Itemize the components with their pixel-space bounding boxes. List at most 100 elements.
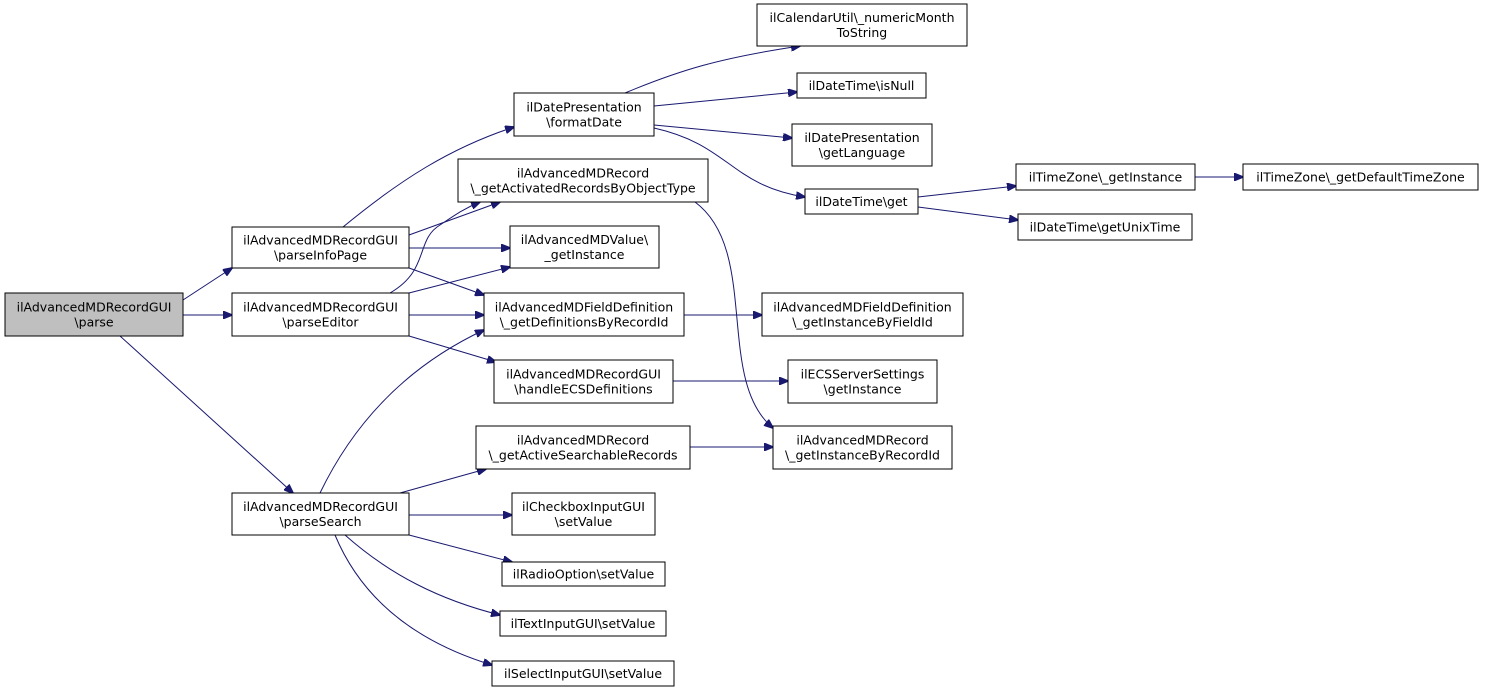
edge-dateTimeGet-to-tzGetInstance (917, 186, 1016, 198)
node-formatDate[interactable]: ilDatePresentation\formatDate (513, 92, 655, 137)
edge-parseSearch-to-radioSetValue (408, 534, 512, 562)
node-label: \setValue (555, 514, 613, 529)
node-box (1015, 163, 1196, 191)
edge-parseEditor-to-getActivatedRecords (389, 202, 480, 294)
node-label: ilRadioOption\setValue (513, 567, 655, 582)
node-parseSearch[interactable]: ilAdvancedMDRecordGUI\parseSearch (231, 492, 410, 536)
node-box (787, 359, 938, 404)
node-label: \parseInfoPage (274, 248, 367, 263)
node-handleECS[interactable]: ilAdvancedMDRecordGUI\handleECSDefinitio… (493, 359, 674, 404)
node-label: ilAdvancedMDRecordGUI (506, 367, 661, 382)
edge-parseSearch-to-selectSetValue (334, 534, 492, 665)
node-label: _getInstance (544, 247, 625, 262)
node-label: ilAdvancedMDRecord (517, 433, 649, 448)
node-label: \handleECSDefinitions (514, 382, 652, 397)
node-label: ilAdvancedMDRecordGUI (17, 300, 172, 315)
node-box (475, 425, 691, 470)
node-label: ilSelectInputGUI\setValue (504, 666, 662, 681)
edge-parse-to-parseInfoPage (182, 268, 232, 301)
edge-parseInfoPage-to-getActivatedRecords (408, 202, 500, 236)
node-label: ilCalendarUtil\_numericMonth (770, 10, 955, 25)
node-label: \_getInstanceByFieldId (792, 315, 933, 330)
node-label: ilCheckboxInputGUI (522, 499, 645, 514)
node-textSetValue[interactable]: ilTextInputGUI\setValue (499, 610, 667, 637)
edges-layer (119, 46, 1243, 665)
edge-formatDate-to-isNull (653, 92, 797, 107)
node-label: ilTimeZone\_getDefaultTimeZone (1256, 170, 1465, 185)
node-box (511, 492, 656, 536)
node-getLanguage[interactable]: ilDatePresentation\getLanguage (791, 123, 933, 167)
node-getInstanceByFieldId[interactable]: ilAdvancedMDFieldDefinition\_getInstance… (761, 292, 964, 337)
node-label: ilAdvancedMDValue\ (521, 232, 649, 247)
node-box (231, 292, 410, 337)
node-ecsGetInstance[interactable]: ilECSServerSettings\getInstance (787, 359, 938, 404)
node-label: \formatDate (546, 115, 622, 130)
node-getActivatedRecords[interactable]: ilAdvancedMDRecord\_getActivatedRecordsB… (457, 158, 709, 203)
node-box (1242, 163, 1479, 191)
node-isNull[interactable]: ilDateTime\isNull (796, 72, 927, 99)
edge-formatDate-to-getLanguage (653, 124, 792, 138)
node-label: ilDateTime\getUnixTime (1030, 220, 1181, 235)
node-box (231, 492, 410, 536)
node-label: ilTimeZone\_getInstance (1029, 170, 1183, 185)
edge-parseEditor-to-mdValueGetInstance (408, 267, 510, 294)
node-defaultTimeZone[interactable]: ilTimeZone\_getDefaultTimeZone (1242, 163, 1479, 191)
node-label: \_getInstanceByRecordId (785, 448, 940, 463)
node-mdValueGetInstance[interactable]: ilAdvancedMDValue\_getInstance (509, 225, 660, 269)
edge-parseInfoPage-to-formatDate (342, 127, 514, 228)
node-getInstanceByRecordId[interactable]: ilAdvancedMDRecord\_getInstanceByRecordI… (772, 425, 953, 470)
node-box (804, 188, 919, 215)
node-label: ilAdvancedMDRecord (517, 166, 649, 181)
edge-formatDate-to-dateTimeGet (653, 127, 805, 197)
node-label: ilDateTime\isNull (809, 78, 915, 93)
edge-parse-to-parseSearch (119, 335, 293, 493)
node-box (501, 561, 666, 587)
node-box (791, 123, 933, 167)
edge-parseSearch-to-getDefinitionsByRecordId (319, 330, 484, 494)
node-label: ilTextInputGUI\setValue (511, 616, 656, 631)
node-dateTimeGet[interactable]: ilDateTime\get (804, 188, 919, 215)
node-label: ilAdvancedMDRecordGUI (243, 300, 398, 315)
edge-formatDate-to-numericMonth (624, 46, 800, 94)
node-selectSetValue[interactable]: ilSelectInputGUI\setValue (491, 660, 675, 687)
node-label: ilAdvancedMDRecord (796, 433, 928, 448)
node-label: \_getDefinitionsByRecordId (500, 315, 669, 330)
node-tzGetInstance[interactable]: ilTimeZone\_getInstance (1015, 163, 1196, 191)
node-box (796, 72, 927, 99)
node-getUnixTime[interactable]: ilDateTime\getUnixTime (1017, 213, 1193, 241)
node-label: \parse (74, 315, 113, 330)
node-parse[interactable]: ilAdvancedMDRecordGUI\parse (4, 292, 184, 337)
node-box (772, 425, 953, 470)
node-getActiveSearchable[interactable]: ilAdvancedMDRecord\_getActiveSearchableR… (475, 425, 691, 470)
node-label: ilAdvancedMDRecordGUI (243, 233, 398, 248)
node-parseEditor[interactable]: ilAdvancedMDRecordGUI\parseEditor (231, 292, 410, 337)
node-checkboxSetValue[interactable]: ilCheckboxInputGUI\setValue (511, 492, 656, 536)
node-box (231, 226, 410, 269)
node-label: ilECSServerSettings (801, 367, 925, 382)
node-box (509, 225, 660, 269)
edge-parseSearch-to-getActiveSearchable (399, 469, 486, 494)
node-label: ilAdvancedMDRecordGUI (243, 499, 398, 514)
edge-dateTimeGet-to-getUnixTime (917, 206, 1018, 220)
node-box (493, 359, 674, 404)
node-label: \getLanguage (819, 145, 906, 160)
node-box (4, 292, 184, 337)
node-getDefinitionsByRecordId[interactable]: ilAdvancedMDFieldDefinition\_getDefiniti… (483, 292, 685, 337)
node-box (756, 3, 968, 47)
node-label: \getInstance (824, 382, 902, 397)
node-box (513, 92, 655, 137)
node-label: \_getActiveSearchableRecords (488, 448, 677, 463)
node-parseInfoPage[interactable]: ilAdvancedMDRecordGUI\parseInfoPage (231, 226, 410, 269)
node-radioSetValue[interactable]: ilRadioOption\setValue (501, 561, 666, 587)
node-label: ilAdvancedMDFieldDefinition (495, 300, 673, 315)
node-label: ilDatePresentation (804, 130, 919, 145)
node-box (761, 292, 964, 337)
node-box (491, 660, 675, 687)
node-label: ilDatePresentation (526, 100, 641, 115)
node-box (457, 158, 709, 203)
node-label: ilAdvancedMDFieldDefinition (773, 300, 951, 315)
edge-parseInfoPage-to-getDefinitionsByRecordId (408, 267, 484, 295)
edge-parseSearch-to-textSetValue (344, 534, 500, 615)
